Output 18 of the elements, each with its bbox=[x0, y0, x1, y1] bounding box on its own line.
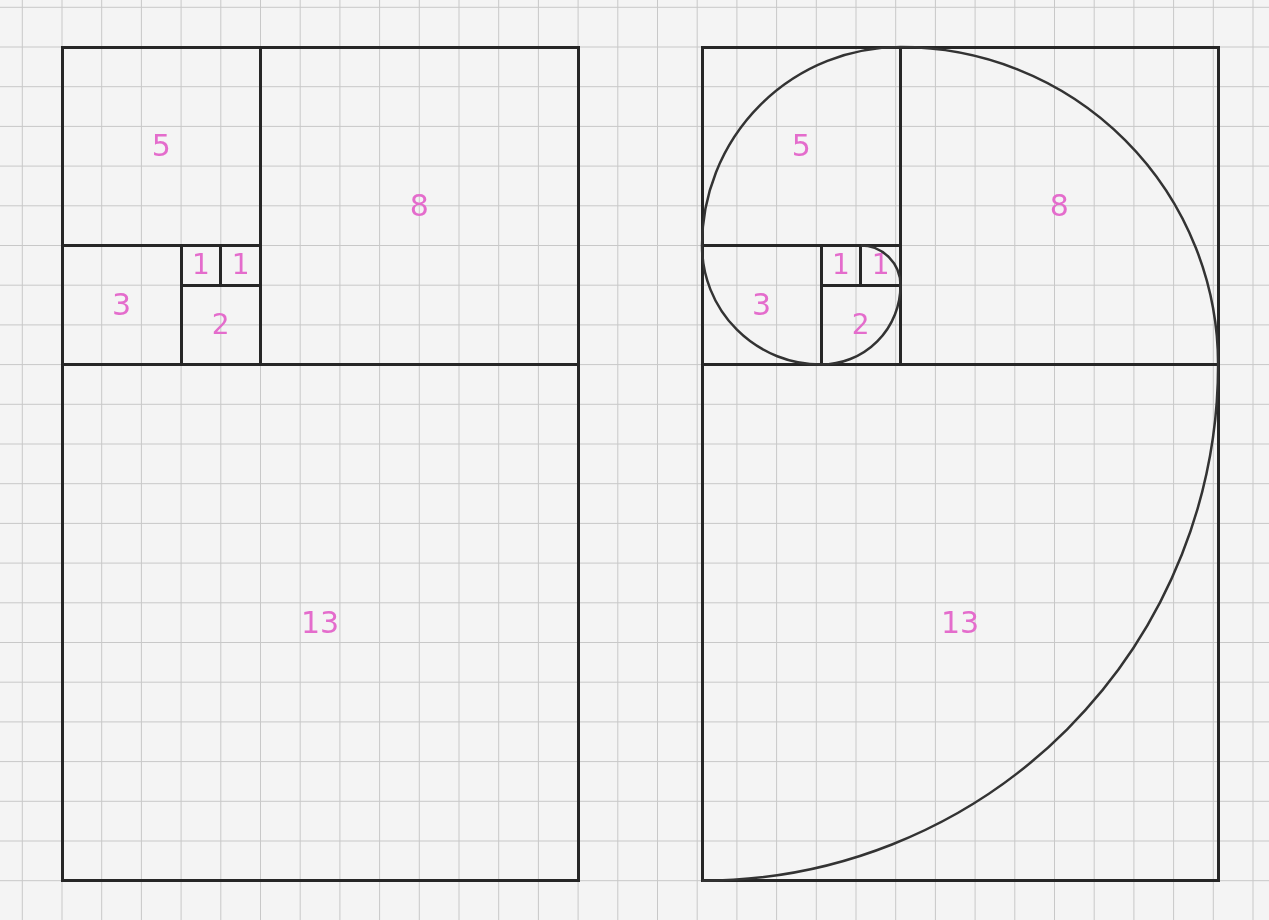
square-number: 8 bbox=[1049, 190, 1069, 221]
square-number: 13 bbox=[300, 607, 340, 638]
square-number: 1 bbox=[871, 251, 890, 280]
square-number: 1 bbox=[192, 251, 210, 280]
square-number: 1 bbox=[832, 251, 850, 280]
fibonacci-square bbox=[700, 363, 1220, 883]
fibonacci-square bbox=[60, 45, 262, 247]
square-number: 5 bbox=[151, 131, 171, 162]
square-number: 5 bbox=[791, 131, 811, 162]
square-number: 1 bbox=[231, 251, 250, 280]
square-number: 3 bbox=[752, 290, 772, 321]
square-number: 3 bbox=[112, 290, 132, 321]
fibonacci-square bbox=[700, 45, 902, 247]
square-number: 2 bbox=[851, 310, 870, 339]
square-number: 2 bbox=[211, 310, 230, 339]
fibonacci-square bbox=[60, 363, 580, 883]
square-number: 13 bbox=[940, 607, 980, 638]
square-number: 8 bbox=[409, 190, 429, 221]
